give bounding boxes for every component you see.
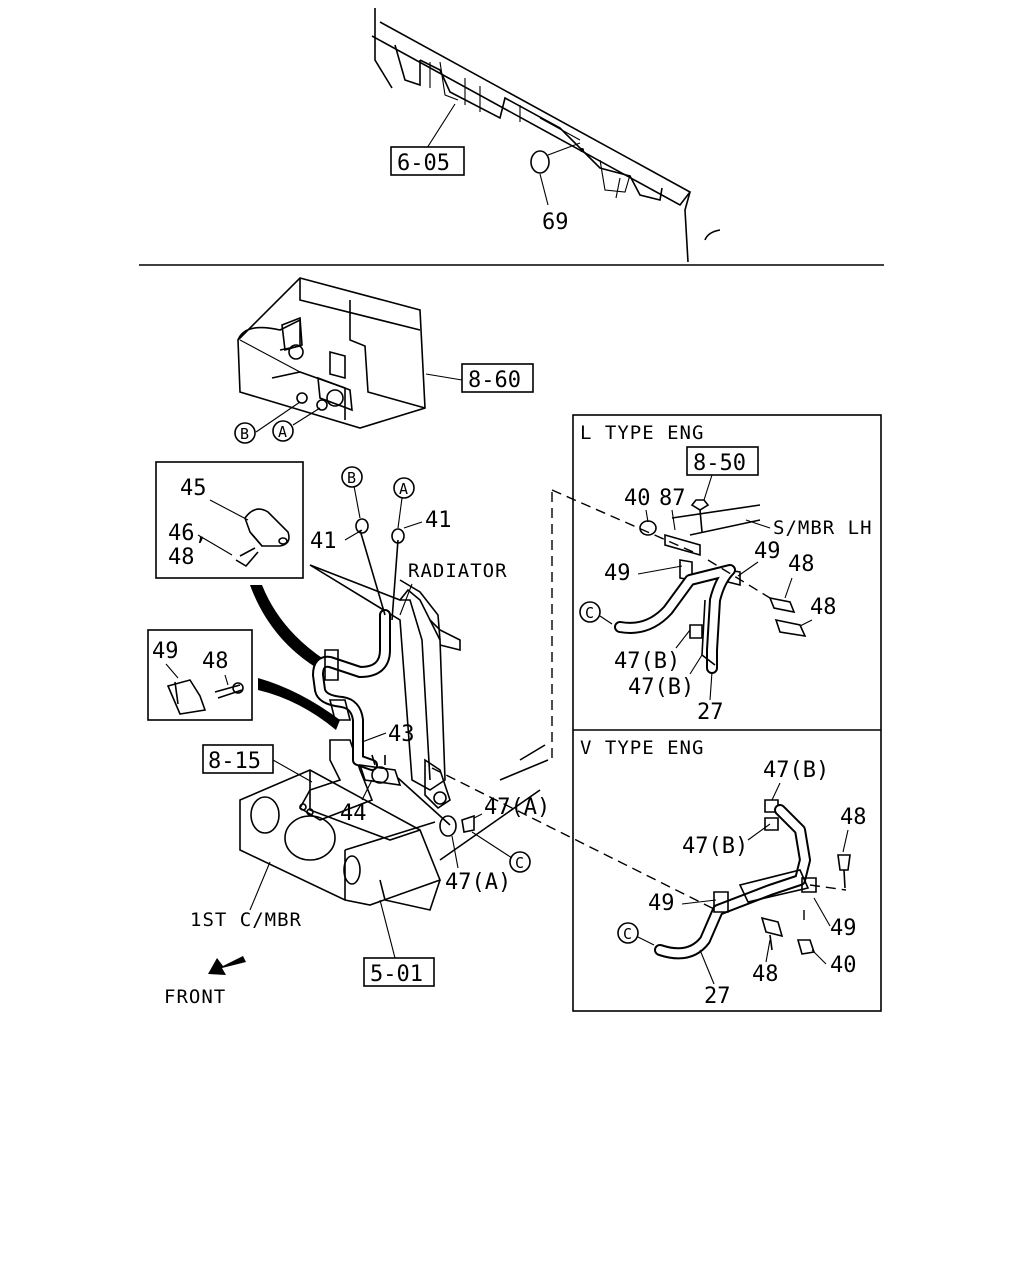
svg-text:40: 40	[830, 953, 857, 978]
detail-leader-lower	[258, 678, 340, 730]
svg-text:40: 40	[624, 486, 651, 511]
detail-leader-upper	[250, 585, 325, 670]
svg-text:47(B): 47(B)	[682, 834, 748, 859]
svg-text:C: C	[585, 604, 594, 622]
leader-v-type	[431, 767, 721, 913]
svg-text:6-05: 6-05	[397, 151, 450, 176]
part-47a-clips: 47(A) 47(A)	[439, 795, 550, 895]
v-type-title: V TYPE ENG	[580, 737, 704, 759]
svg-text:48: 48	[168, 545, 195, 570]
marker-c-l-type: C	[579, 601, 613, 625]
svg-text:49: 49	[152, 639, 179, 664]
svg-text:87: 87	[659, 486, 686, 511]
svg-text:48: 48	[788, 552, 815, 577]
svg-text:41: 41	[425, 508, 452, 533]
ref-6-05: 6-05	[390, 103, 465, 176]
svg-text:47(B): 47(B)	[628, 675, 694, 700]
marker-b-heater: B	[234, 401, 301, 444]
svg-text:49: 49	[648, 891, 675, 916]
svg-text:49: 49	[754, 539, 781, 564]
l-type-title: L TYPE ENG	[580, 422, 704, 444]
marker-a-center: A	[393, 477, 415, 499]
ref-5-01: 5-01	[363, 899, 435, 987]
svg-text:C: C	[623, 925, 632, 943]
part-41-clips: 41 41	[310, 485, 452, 554]
svg-text:C: C	[515, 854, 524, 872]
svg-text:47(B): 47(B)	[614, 649, 680, 674]
cab-front-panel	[371, 8, 721, 263]
svg-text:48: 48	[810, 595, 837, 620]
detail-clip-49: 49 48	[147, 629, 253, 721]
svg-text:27: 27	[697, 700, 724, 725]
marker-b-center: B	[341, 466, 363, 488]
svg-text:27: 27	[704, 984, 731, 1009]
svg-text:A: A	[278, 423, 287, 441]
svg-text:41: 41	[310, 529, 337, 554]
svg-text:45: 45	[180, 476, 207, 501]
heater-unit	[237, 277, 426, 429]
detail-clip-45: 45 46, 48	[155, 461, 304, 579]
svg-text:48: 48	[202, 649, 229, 674]
marker-c-v-type: C	[617, 922, 655, 946]
svg-text:8-60: 8-60	[468, 368, 521, 393]
svg-text:S/MBR LH: S/MBR LH	[773, 517, 873, 539]
svg-text:47(B): 47(B)	[763, 758, 829, 783]
svg-text:47(A): 47(A)	[445, 870, 511, 895]
svg-text:49: 49	[830, 916, 857, 941]
marker-a-heater: A	[272, 407, 321, 442]
svg-text:8-15: 8-15	[208, 749, 261, 774]
variant-panel	[572, 414, 882, 1012]
label-43: 43	[388, 722, 415, 747]
svg-text:B: B	[240, 425, 249, 443]
ref-8-50: 8-50	[693, 451, 746, 476]
front-arrow-icon	[208, 956, 246, 975]
label-44: 44	[340, 801, 367, 826]
svg-text:48: 48	[752, 962, 779, 987]
svg-text:69: 69	[542, 210, 569, 235]
radiator	[309, 564, 461, 810]
label-radiator: RADIATOR	[408, 560, 508, 582]
svg-text:48: 48	[840, 805, 867, 830]
svg-text:49: 49	[604, 561, 631, 586]
part-69: 69	[530, 142, 581, 235]
ref-8-15: 8-15	[202, 744, 313, 783]
leader-l-type	[551, 489, 701, 556]
svg-text:B: B	[347, 469, 356, 487]
svg-text:5-01: 5-01	[370, 962, 423, 987]
svg-text:A: A	[399, 480, 408, 498]
label-front: FRONT	[164, 986, 226, 1008]
l-type-section: L TYPE ENG 8-50 40 87 S/MBR LH 49 49 48 …	[580, 422, 873, 725]
ref-8-60: 8-60	[425, 363, 534, 393]
valve-44	[358, 754, 451, 826]
label-1st-cmbr: 1ST C/MBR	[190, 909, 302, 931]
marker-c-center: C	[471, 831, 531, 873]
v-type-section: V TYPE ENG 47(B) 47(B) 48 49 49 48 40 27	[580, 737, 867, 1009]
svg-text:46,: 46,	[168, 521, 208, 546]
hose-43	[312, 529, 399, 771]
